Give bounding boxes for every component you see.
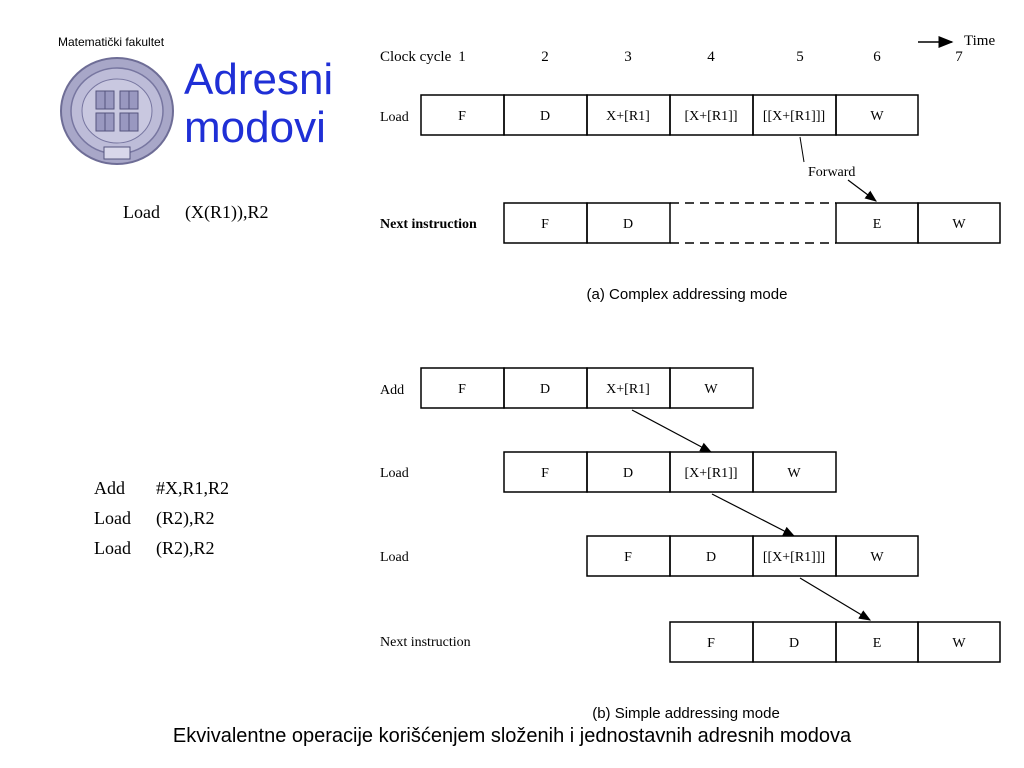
row-label-load: Load: [380, 466, 409, 481]
cycle-number: 5: [796, 49, 804, 65]
forward-label: Forward: [808, 165, 855, 180]
stage-label: X+[R1]: [606, 109, 650, 124]
forward-tick: [799, 136, 805, 163]
stage-label: F: [541, 217, 549, 232]
institution-label: Matematički fakultet: [58, 35, 165, 49]
stage-label: [[X+[R1]]]: [763, 550, 825, 565]
forward-arrow: [847, 179, 877, 202]
stage-label: [X+[R1]]: [685, 466, 738, 481]
cycle-number: 6: [873, 49, 881, 65]
stage-box: [835, 94, 919, 136]
cycle-number: 7: [955, 49, 963, 65]
stage-label: D: [789, 636, 799, 651]
stage-label: D: [540, 382, 550, 397]
title-line-1: Adresni: [184, 55, 334, 104]
stage-label: F: [707, 636, 715, 651]
stage-label: F: [541, 466, 549, 481]
code-opcode: Load: [123, 202, 160, 222]
stage-label: W: [952, 636, 966, 651]
row-label-load: Load: [380, 110, 409, 125]
slide-caption: Ekvivalentne operacije korišćenjem slože…: [172, 725, 852, 747]
stage-label: W: [952, 217, 966, 232]
stage-label: D: [623, 466, 633, 481]
row-label-load: Load: [380, 550, 409, 565]
stage-label: F: [458, 109, 466, 124]
caption-part-b: (b) Simple addressing mode: [592, 705, 780, 722]
stage-label: W: [870, 109, 884, 124]
stage-box: [917, 621, 1001, 663]
row-label-next-instruction: Next instruction: [380, 635, 471, 650]
code-opcode: Add: [94, 478, 125, 498]
code-operands: (X(R1)),R2: [185, 202, 269, 222]
stage-label: X+[R1]: [606, 382, 650, 397]
row-label-next-instruction: Next instruction: [380, 217, 477, 232]
stage-box: [669, 367, 754, 409]
stage-label: F: [624, 550, 632, 565]
simple-code-line: Add #X,R1,R2: [94, 473, 229, 503]
caption-part-a: (a) Complex addressing mode: [587, 286, 788, 303]
code-operands: #X,R1,R2: [156, 478, 230, 498]
stage-label: F: [458, 382, 466, 397]
slide-title: Adresni modovi: [184, 56, 354, 152]
code-operands: (R2),R2: [156, 508, 215, 528]
stage-box: [917, 202, 1001, 244]
time-label: Time: [964, 33, 995, 49]
code-operands: (R2),R2: [156, 538, 215, 558]
simple-code-block: Add #X,R1,R2 Load (R2),R2 Load (R2),R2: [94, 473, 229, 563]
stage-label: W: [704, 382, 718, 397]
row-label-add: Add: [380, 383, 404, 398]
cycle-number: 2: [541, 49, 549, 65]
cycle-number: 1: [458, 49, 466, 65]
complex-code-line: Load (X(R1)),R2: [123, 202, 269, 223]
stage-label: D: [623, 217, 633, 232]
code-opcode: Load: [94, 508, 131, 528]
dependency-arrow: [799, 577, 872, 621]
stage-box: [835, 535, 919, 577]
stage-label: [[X+[R1]]]: [763, 109, 825, 124]
dependency-arrow: [631, 409, 713, 453]
stage-box: [752, 451, 837, 493]
stage-label: D: [540, 109, 550, 124]
title-line-2: modovi: [184, 103, 326, 152]
stage-label: D: [706, 550, 716, 565]
stage-box: [586, 202, 671, 244]
stage-label: [X+[R1]]: [685, 109, 738, 124]
code-opcode: Load: [94, 538, 131, 558]
cycle-number: 4: [707, 49, 715, 65]
dependency-arrow: [711, 493, 796, 537]
simple-code-line: Load (R2),R2: [94, 533, 229, 563]
faculty-seal-logo: [60, 57, 174, 165]
clock-cycle-label: Clock cycle: [380, 49, 452, 65]
stage-label: W: [787, 466, 801, 481]
cycle-number: 3: [624, 49, 632, 65]
stage-label: W: [870, 550, 884, 565]
stage-label: E: [873, 636, 882, 651]
stage-label: E: [873, 217, 882, 232]
simple-code-line: Load (R2),R2: [94, 503, 229, 533]
